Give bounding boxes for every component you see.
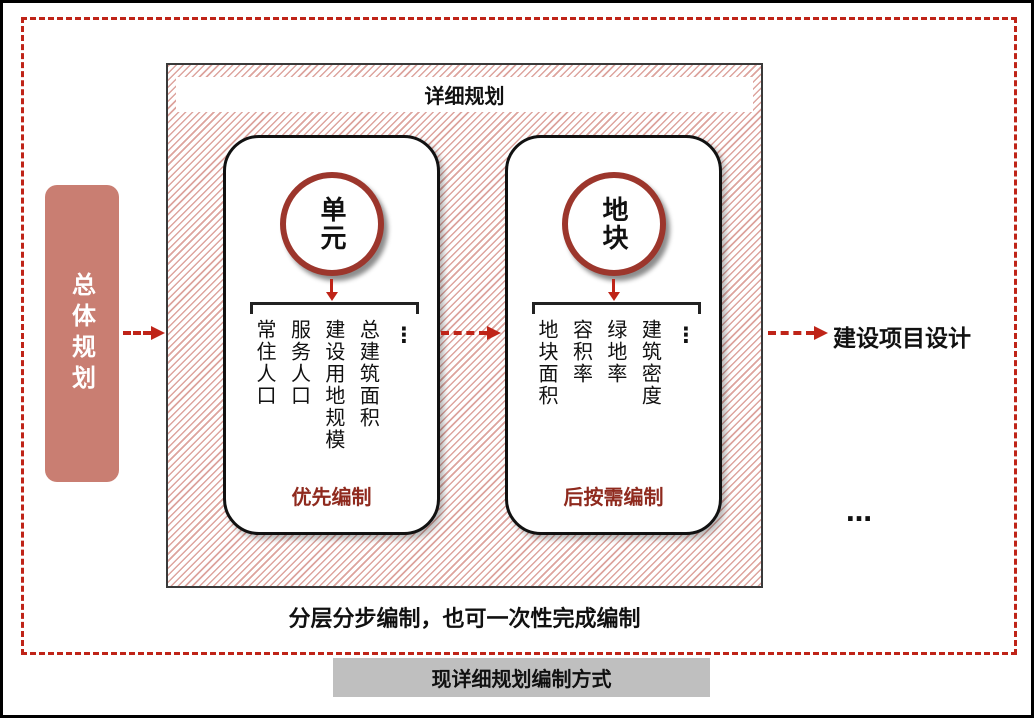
parcel-metric-item: 建筑密度 bbox=[638, 319, 663, 407]
arrow-master-to-detail-icon bbox=[123, 326, 165, 340]
unit-metric-item: 总建筑面积 bbox=[356, 319, 381, 429]
master-plan-label: 总体规划 bbox=[67, 271, 96, 396]
unit-metric-item: 常住人口 bbox=[253, 319, 277, 407]
unit-circle: 单元 bbox=[279, 172, 384, 276]
parcel-bracket bbox=[532, 302, 701, 314]
parcel-metrics-ellipsis-icon: ⋮ bbox=[674, 323, 698, 349]
parcel-metrics: 地块面积 容积率 绿地率 建筑密度 ⋮ bbox=[535, 319, 698, 407]
parcel-card: 地块 地块面积 容积率 绿地率 建筑密度 ⋮ 后按需编制 bbox=[505, 135, 722, 535]
arrow-detail-to-project-icon bbox=[768, 326, 828, 340]
more-ellipsis: … bbox=[846, 498, 874, 528]
parcel-metric-item: 容积率 bbox=[569, 319, 594, 385]
unit-down-arrow-icon bbox=[330, 279, 333, 293]
parcel-metric-item: 绿地率 bbox=[603, 319, 628, 385]
unit-bracket bbox=[250, 302, 419, 314]
unit-metrics: 常住人口 服务人口 建设用地规模 总建筑面积 ⋮ bbox=[253, 319, 416, 451]
parcel-circle: 地块 bbox=[561, 172, 666, 276]
panel-title: 详细规划 bbox=[176, 77, 753, 112]
detail-planning-panel: 详细规划 单元 常住人口 服务人口 建设用地规模 总建筑面积 ⋮ 优先编制 地块 bbox=[166, 63, 763, 588]
unit-circle-label: 单元 bbox=[316, 196, 346, 252]
footer-title-bar: 现详细规划编制方式 bbox=[333, 658, 710, 697]
arrow-unit-to-parcel-icon bbox=[441, 326, 501, 340]
parcel-footer-label: 后按需编制 bbox=[563, 485, 664, 509]
unit-metric-item: 建设用地规模 bbox=[321, 319, 346, 451]
parcel-metric-item: 地块面积 bbox=[535, 319, 559, 407]
caption-text: 分层分步编制，也可一次性完成编制 bbox=[288, 607, 641, 632]
footer-title-label: 现详细规划编制方式 bbox=[431, 667, 612, 691]
master-plan-box: 总体规划 bbox=[45, 185, 119, 482]
unit-footer-label: 优先编制 bbox=[291, 485, 372, 509]
unit-card: 单元 常住人口 服务人口 建设用地规模 总建筑面积 ⋮ 优先编制 bbox=[223, 135, 440, 535]
parcel-circle-label: 地块 bbox=[598, 196, 628, 252]
project-design-label: 建设项目设计 bbox=[833, 326, 971, 352]
parcel-down-arrow-icon bbox=[612, 279, 615, 293]
unit-metrics-ellipsis-icon: ⋮ bbox=[392, 323, 416, 349]
dashed-border-frame bbox=[21, 17, 1017, 655]
unit-metric-item: 服务人口 bbox=[287, 319, 312, 407]
